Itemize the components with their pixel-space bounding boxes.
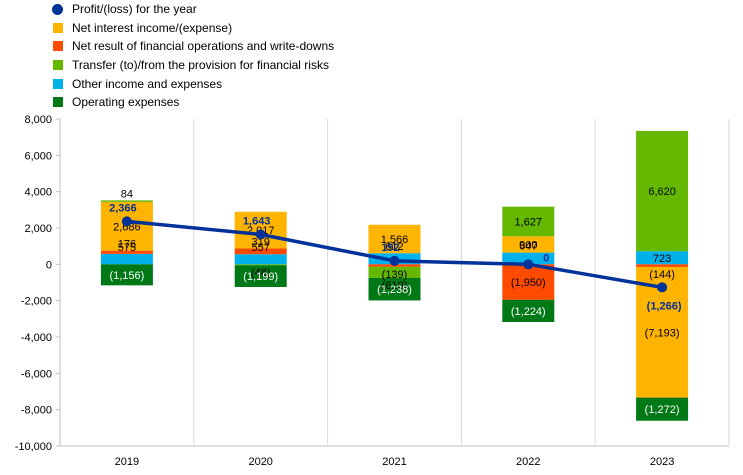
bar-value-label: 84 [121, 188, 133, 200]
x-tick-label: 2021 [382, 456, 406, 468]
y-tick-label: -4,000 [21, 332, 52, 344]
legend-label: Other income and expenses [72, 76, 223, 91]
bar-value-label: (1,199) [243, 271, 278, 283]
bar-financial-operations [234, 248, 287, 255]
bar-value-label: 1,627 [515, 216, 543, 228]
bar-net-interest [502, 236, 555, 253]
legend-item-operating-expenses: Operating expenses [52, 93, 334, 112]
bar-net-interest [368, 224, 421, 254]
bar-value-label: (1,224) [511, 306, 546, 318]
x-tick-label: 2023 [650, 456, 674, 468]
profit-point [657, 282, 668, 293]
bar-value-label: 723 [653, 253, 671, 265]
legend-label: Net interest income/(expense) [72, 20, 233, 35]
bar-value-label: 612 [385, 241, 403, 253]
bar-operating-expenses [100, 264, 153, 286]
bar-other-income [636, 251, 689, 265]
profit-value-label: 0 [543, 252, 549, 264]
bar-value-label: (610) [382, 280, 408, 292]
bar-other-income [502, 252, 555, 265]
bar-value-label: 900 [519, 239, 537, 251]
bar-value-label: (1,950) [511, 277, 546, 289]
y-tick-label: -10,000 [15, 441, 52, 453]
bar-operating-expenses [368, 277, 421, 301]
chart-legend: Profit/(loss) for the year Net interest … [52, 0, 334, 112]
bar-value-label: (7,193) [645, 327, 680, 339]
legend-item-financial-operations: Net result of financial operations and w… [52, 37, 334, 56]
legend-swatch-other-income [53, 78, 63, 89]
bar-provision [100, 200, 153, 202]
y-tick-label: 6,000 [24, 150, 52, 162]
legend-swatch-operating-expenses [53, 97, 63, 108]
bar-value-label: (48) [251, 267, 271, 279]
bar-value-label: 575 [118, 242, 136, 254]
bar-value-label: (139) [382, 269, 408, 281]
bar-operating-expenses [502, 299, 555, 322]
legend-item-other-income: Other income and expenses [52, 74, 334, 93]
profit-value-label: (1,266) [647, 300, 682, 312]
profit-value-label: 2,366 [109, 202, 137, 214]
y-tick-label: 8,000 [24, 114, 52, 126]
legend-label: Profit/(loss) for the year [72, 2, 197, 17]
bar-value-label: 6,620 [648, 186, 676, 198]
profit-point [389, 255, 400, 266]
x-tick-label: 2022 [516, 456, 540, 468]
legend-label: Operating expenses [72, 95, 180, 110]
legend-label: Transfer (to)/from the provision for fin… [72, 58, 329, 73]
bar-value-label: 2,686 [113, 221, 141, 233]
profit-point [121, 216, 132, 227]
bar-other-income [100, 253, 153, 265]
y-tick-label: 4,000 [24, 187, 52, 199]
profit-point [523, 259, 534, 270]
bar-value-label: 176 [118, 239, 136, 251]
bar-financial-operations [502, 264, 555, 300]
bar-provision [368, 266, 421, 278]
y-tick-label: 0 [46, 259, 52, 271]
bar-other-income [234, 254, 287, 265]
x-tick-label: 2020 [248, 456, 272, 468]
bar-value-label: 647 [519, 241, 537, 253]
profit-value-label: 192 [381, 242, 399, 254]
legend-swatch-provision [53, 60, 63, 71]
legend-swatch-net-interest [53, 22, 63, 33]
legend-item-provision: Transfer (to)/from the provision for fin… [52, 56, 334, 75]
y-tick-label: -6,000 [21, 368, 52, 380]
bar-value-label: 319 [252, 236, 270, 248]
y-tick-label: 2,000 [24, 223, 52, 235]
bar-provision [636, 130, 689, 252]
profit-value-label: 1,643 [243, 215, 271, 227]
bar-operating-expenses [636, 397, 689, 421]
legend-item-net-interest: Net interest income/(expense) [52, 19, 334, 38]
x-tick-label: 2019 [115, 456, 139, 468]
bar-value-label: 557 [252, 242, 270, 254]
bar-value-label: (1,238) [377, 284, 412, 296]
bar-provision [502, 206, 555, 237]
y-tick-label: -2,000 [21, 296, 52, 308]
bar-value-label: (144) [649, 269, 675, 281]
legend-dot-profit [52, 3, 63, 15]
bar-value-label: 1,566 [381, 234, 409, 246]
legend-item-profit: Profit/(loss) for the year [52, 0, 334, 19]
y-tick-label: -8,000 [21, 405, 52, 417]
bar-provision [234, 264, 287, 266]
legend-swatch-financial-operations [53, 41, 63, 52]
profit-point [255, 229, 266, 240]
bar-financial-operations [100, 250, 153, 254]
bar-value-label: (1,272) [645, 404, 680, 416]
bar-operating-expenses [234, 265, 287, 287]
bar-financial-operations [636, 264, 689, 267]
bar-value-label: (1,156) [109, 270, 144, 282]
legend-label: Net result of financial operations and w… [72, 39, 335, 54]
